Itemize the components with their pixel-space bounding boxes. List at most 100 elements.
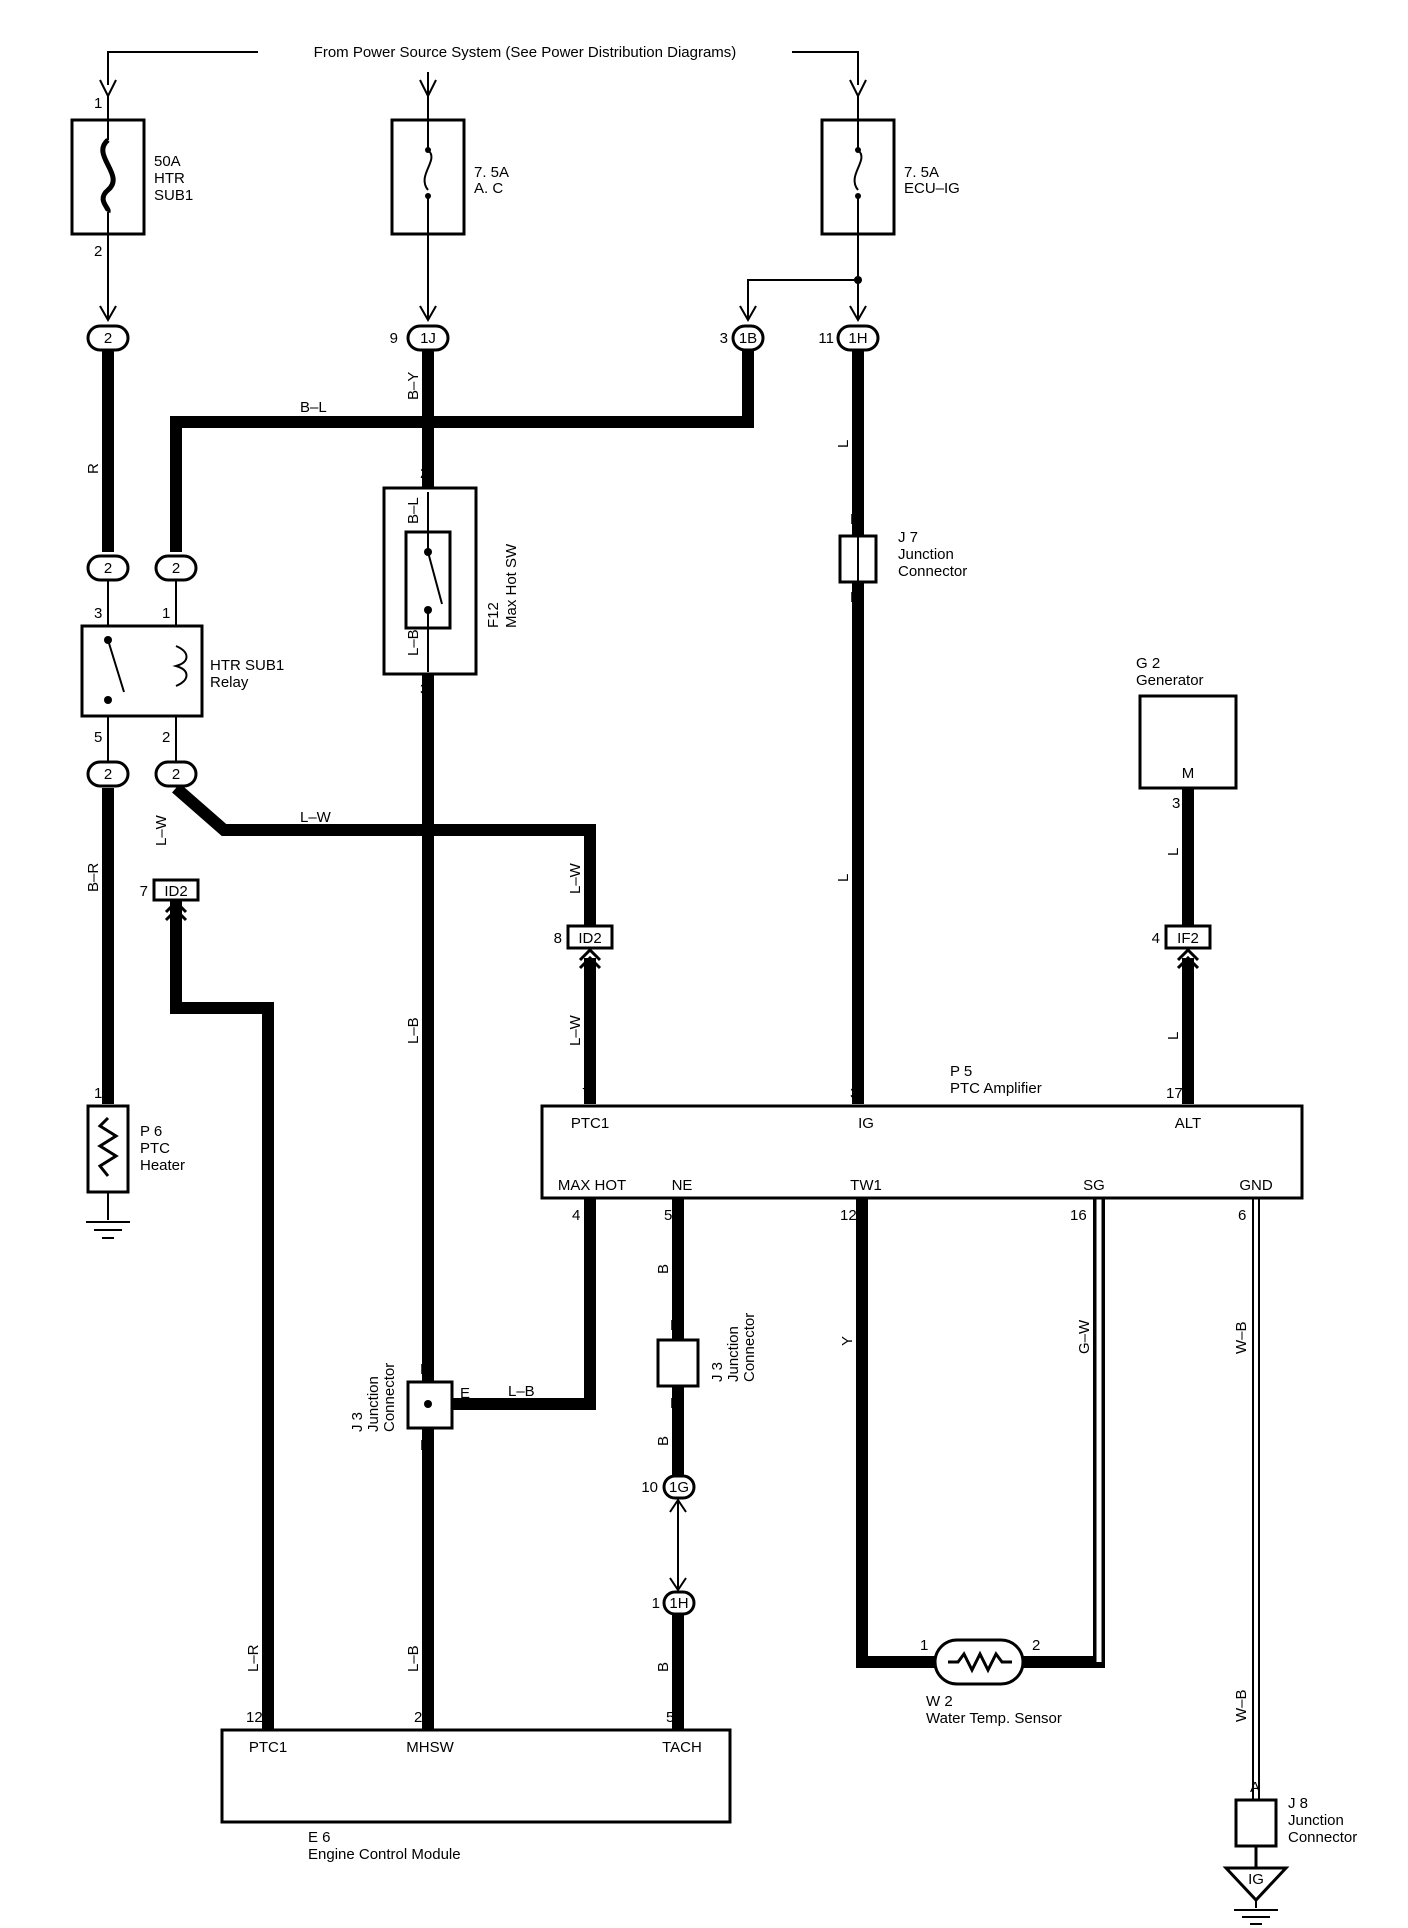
relay-pin-tr: 1	[162, 605, 170, 622]
fuse-htr-pin-bottom: 2	[94, 243, 102, 260]
relay-pin-bl: 5	[94, 729, 102, 746]
amp-pin-ptc1: 7	[582, 1085, 590, 1102]
amp-pin-ne: 5	[664, 1207, 672, 1224]
max-hot-switch	[382, 486, 478, 676]
conn-1g-pin: 10	[641, 1479, 658, 1496]
conn-1j-pin: 9	[390, 330, 398, 347]
amp-pin-ig: 3	[850, 1085, 858, 1102]
j7-pin-top: E	[850, 511, 860, 528]
generator-pin: 3	[1172, 795, 1180, 812]
wire-label-br: B–R	[85, 863, 102, 892]
wire-label-l-top: L	[835, 440, 852, 448]
wire-label-wb2: W–B	[1233, 1689, 1250, 1722]
wire-label-l-gen2: L	[1165, 1032, 1182, 1040]
j3-right-name2: Connector	[741, 1313, 758, 1382]
fuse-ac-rating: 7. 5A	[474, 164, 509, 181]
fuse-htr-sub1	[70, 96, 146, 320]
conn-if2: IF2	[1177, 930, 1199, 947]
heater-name2: Heater	[140, 1157, 185, 1174]
amp-terminal-ne: NE	[672, 1177, 693, 1194]
generator-box	[1138, 694, 1238, 790]
j8-junction	[1222, 1798, 1290, 1925]
conn-1b: 1B	[739, 330, 757, 347]
conn-1h-top: 1H	[848, 330, 867, 347]
ecm-code: E 6	[308, 1829, 331, 1846]
connectors-bottom	[662, 1474, 696, 1616]
conn-1h-bottom-pin: 1	[652, 1595, 660, 1612]
wire-label-sw-lb: L–B	[405, 629, 422, 656]
ecm-name: Engine Control Module	[308, 1846, 461, 1863]
generator-code: G 2	[1136, 655, 1160, 672]
wire-label-l-mid: L	[835, 874, 852, 882]
amplifier-code: P 5	[950, 1063, 972, 1080]
conn-if2-pin: 4	[1152, 930, 1160, 947]
sensor-code: W 2	[926, 1693, 953, 1710]
connectors-top	[86, 305, 880, 352]
j8-name2: Connector	[1288, 1829, 1357, 1846]
feed-arrows	[99, 79, 867, 99]
j3-left-code: J 3	[349, 1412, 366, 1432]
conn-1j: 1J	[420, 330, 436, 347]
ecm-terminal-mhsw: MHSW	[406, 1739, 454, 1756]
j7-name2: Connector	[898, 563, 967, 580]
htr-sub1-relay	[80, 624, 204, 718]
wire-label-b3: B	[655, 1662, 672, 1672]
j3-right-junction	[656, 1338, 700, 1388]
relay-name2: Relay	[210, 674, 249, 691]
wire-label-l-gen: L	[1165, 848, 1182, 856]
wire-label-b1: B	[655, 1264, 672, 1274]
j3-right-pin-bottom: D	[670, 1395, 681, 1412]
j3-left-name: Junction	[365, 1376, 382, 1432]
j3-right-code: J 3	[709, 1362, 726, 1382]
fuse-htr-pin-top: 1	[94, 95, 102, 112]
wire-label-lw-right2: L–W	[567, 1014, 584, 1046]
conn-1b-pin: 3	[720, 330, 728, 347]
j8-pin-top: A	[1250, 1779, 1260, 1796]
j3-left-pin-top: E	[420, 1361, 430, 1378]
amp-terminal-ig: IG	[858, 1115, 874, 1132]
wire-label-bl: B–L	[300, 399, 327, 416]
conn-id2-left-pin: 7	[140, 883, 148, 900]
wire-label-sw-bl: B–L	[405, 497, 422, 524]
fuse-htr-name2: SUB1	[154, 187, 193, 204]
sensor-name: Water Temp. Sensor	[926, 1710, 1062, 1727]
ecm-box	[220, 1728, 732, 1824]
amp-terminal-gnd: GND	[1239, 1177, 1273, 1194]
id2-connectors	[152, 878, 1212, 970]
ptc-heater	[86, 1104, 130, 1239]
conn-id2-right: ID2	[578, 930, 601, 947]
wire-label-lb-bottom: L–B	[405, 1645, 422, 1672]
conn-2-top: 2	[104, 330, 112, 347]
j8-name: Junction	[1288, 1812, 1344, 1829]
j3-left-junction	[406, 1380, 454, 1430]
power-source-label: From Power Source System (See Power Dist…	[314, 44, 737, 61]
ptc-amplifier-box	[540, 1104, 1304, 1200]
conn-id2-right-pin: 8	[554, 930, 562, 947]
wire-label-lb-mid: L–B	[405, 1017, 422, 1044]
switch-pin-top: 2	[420, 465, 428, 482]
heater-name: PTC	[140, 1140, 170, 1157]
fuse-htr-rating: 50A	[154, 153, 181, 170]
amp-terminal-ptc1: PTC1	[571, 1115, 609, 1132]
j3-right-pin-top: D	[670, 1317, 681, 1334]
ecm-terminal-tach: TACH	[662, 1739, 702, 1756]
conn-1h-top-pin: 11	[818, 330, 834, 347]
amp-pin-tw1: 12	[840, 1207, 857, 1224]
conn-1g: 1G	[669, 1479, 689, 1496]
fuse-ecu-rating: 7. 5A	[904, 164, 939, 181]
wire-label-r: R	[85, 463, 102, 474]
wire-label-y: Y	[839, 1336, 856, 1346]
switch-name: Max Hot SW	[503, 543, 520, 628]
j3-left-pin-right: E	[460, 1385, 470, 1402]
j7-code: J 7	[898, 529, 918, 546]
wire-label-wb1: W–B	[1233, 1321, 1250, 1354]
wire-label-lw-mid: L–W	[300, 809, 332, 826]
wire-label-gw: G–W	[1076, 1319, 1093, 1354]
conn-2-bottom-left: 2	[104, 766, 112, 783]
amp-pin-gnd: 6	[1238, 1207, 1246, 1224]
fuse-ecu-ig	[747, 96, 896, 320]
j3-left-pin-bottom: E	[420, 1437, 430, 1454]
relay-pin-br: 2	[162, 729, 170, 746]
wire-label-by: B–Y	[405, 372, 422, 400]
